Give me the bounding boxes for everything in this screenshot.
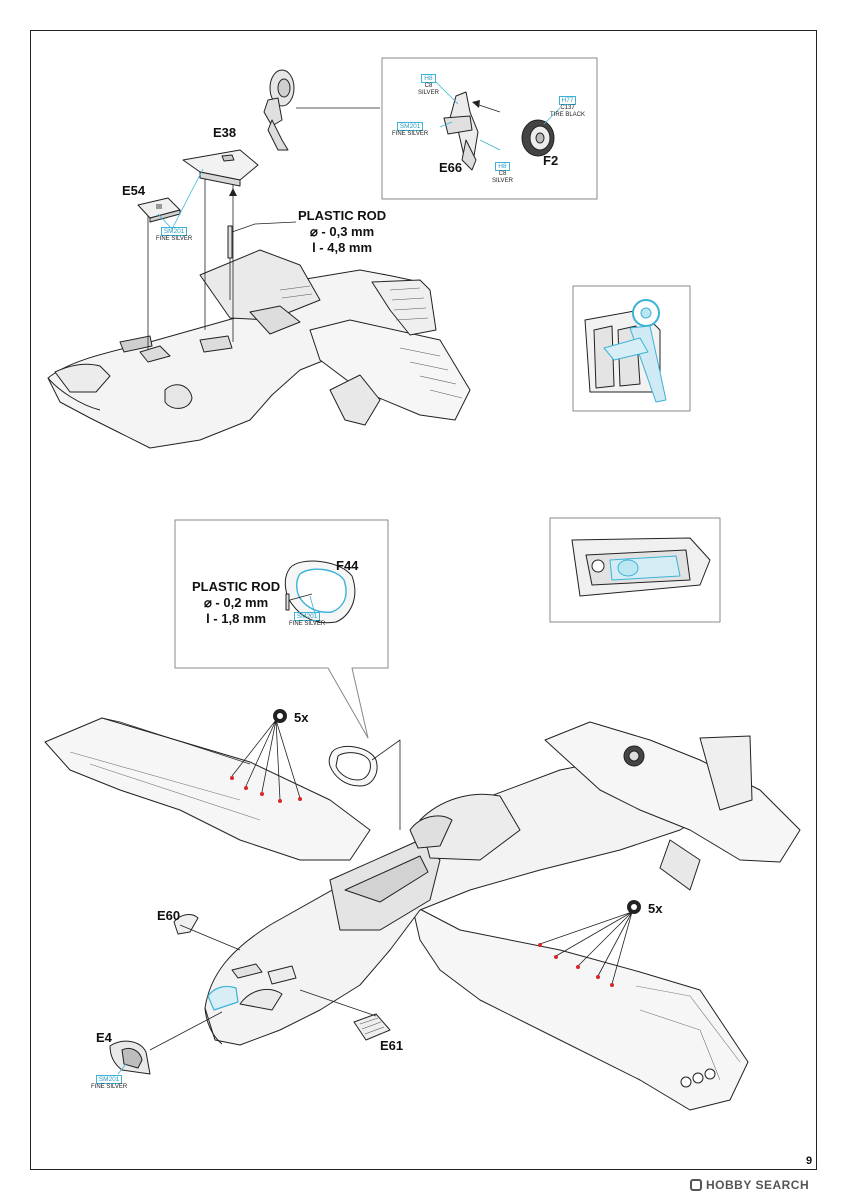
tailwheel-installed-drawing: [584, 299, 667, 403]
watermark: HOBBY SEARCH: [690, 1178, 809, 1192]
rod-diameter: ⌀ - 0,2 mm: [203, 595, 269, 610]
paint-callout-lines: [117, 81, 561, 1075]
aircraft-main-drawing: [44, 717, 801, 1111]
part-e54-panel: [137, 197, 181, 223]
hole-marker-icon: [273, 709, 287, 723]
rod-title: PLASTIC ROD: [298, 208, 387, 223]
tail-section-drawing: [47, 249, 471, 449]
tailwheel-assembly-small: [263, 69, 295, 151]
multiplier-lower: 5x: [648, 901, 663, 916]
e66-tailwheel-leg: [443, 91, 479, 171]
plastic-rod-note-mid: PLASTIC ROD ⌀ - 0,2 mm l - 1,8 mm: [192, 579, 280, 627]
part-label-e38: E38: [213, 125, 237, 140]
page-number: 9: [806, 1155, 813, 1167]
f44-detail-bubble: [174, 519, 389, 739]
part-e61-grille: [353, 1013, 391, 1041]
rod-diameter: ⌀ - 0,3 mm: [309, 224, 375, 239]
page-frame: [30, 30, 817, 1170]
paint-callout-silver-top: H8 C8 SILVER: [418, 74, 439, 96]
tailwheel-detail-box: [381, 57, 598, 200]
cockpit-installed-drawing: [571, 537, 711, 597]
hole-marker-icon: [627, 900, 641, 914]
part-label-f2: F2: [543, 153, 559, 168]
f44-canopy-part: [284, 560, 356, 624]
f2-tailwheel: [521, 119, 555, 157]
part-label-e60: E60: [157, 908, 181, 923]
part-label-e4: E4: [96, 1030, 112, 1045]
paint-callout-fine-silver-e38: SM201 FINE SILVER: [156, 227, 193, 242]
rod-title: PLASTIC ROD: [192, 579, 281, 594]
main-view-leader-lines: [149, 719, 633, 1051]
plastic-rod-note-top: PLASTIC ROD ⌀ - 0,3 mm l - 4,8 mm: [298, 208, 386, 256]
part-label-e66: E66: [439, 160, 463, 175]
part-e38-hatch: [182, 149, 259, 187]
watermark-text: HOBBY SEARCH: [706, 1178, 810, 1192]
multiplier-upper: 5x: [294, 710, 309, 725]
plastic-rod-top: [227, 225, 233, 259]
paint-callout-silver-bottom: H8 C8 SILVER: [492, 162, 513, 184]
part-label-e61: E61: [380, 1038, 404, 1053]
watermark-logo-icon: [690, 1179, 702, 1191]
paint-callout-fine-silver-f44: SM201 FINE SILVER: [289, 612, 326, 627]
part-label-e54: E54: [122, 183, 146, 198]
rod-length: l - 4,8 mm: [312, 240, 373, 255]
paint-callout-tire-black: H77 C137 TIRE BLACK: [550, 96, 586, 118]
part-label-f44: F44: [336, 558, 359, 573]
paint-callout-fine-silver-e66: SM201 FINE SILVER: [392, 122, 429, 137]
paint-callout-fine-silver-e4: SM201 FINE SILVER: [91, 1075, 128, 1090]
drill-marks: [230, 776, 614, 987]
rod-length: l - 1,8 mm: [206, 611, 267, 626]
